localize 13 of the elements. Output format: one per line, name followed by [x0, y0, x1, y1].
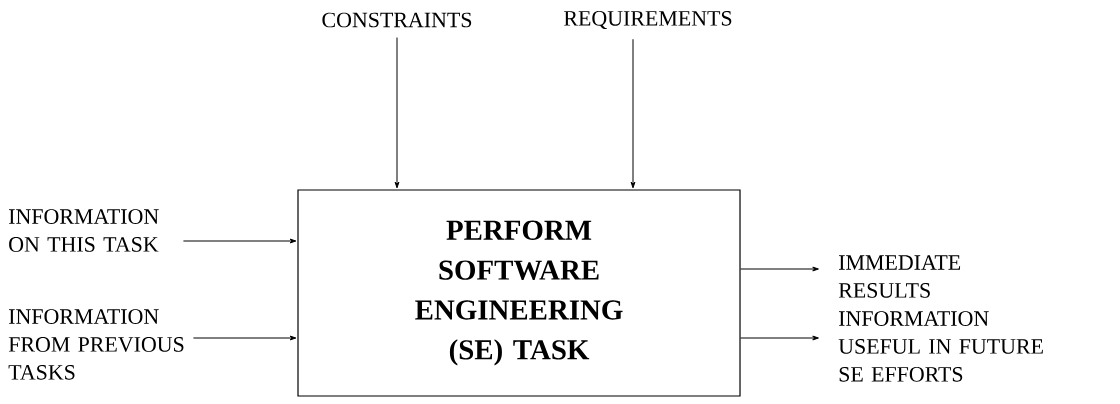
input-label: CONSTRAINTS [322, 12, 472, 28]
output-label: INFORMATION USEFUL IN FUTURE SE EFFORTS [838, 311, 1043, 382]
input-label: INFORMATION FROM PREVIOUS TASKS [8, 309, 184, 380]
input-label: INFORMATION ON THIS TASK [9, 209, 159, 252]
arrow [192, 335, 297, 341]
output-label: IMMEDIATE RESULTS [838, 255, 961, 298]
arrow [740, 266, 819, 272]
input-label: REQUIREMENTS [564, 10, 732, 30]
process-box: PERFORM SOFTWARE ENGINEERING (SE) TASK [297, 189, 741, 397]
arrow [394, 181, 400, 189]
arrow [630, 181, 636, 189]
arrow [740, 335, 819, 341]
arrow [182, 238, 297, 244]
